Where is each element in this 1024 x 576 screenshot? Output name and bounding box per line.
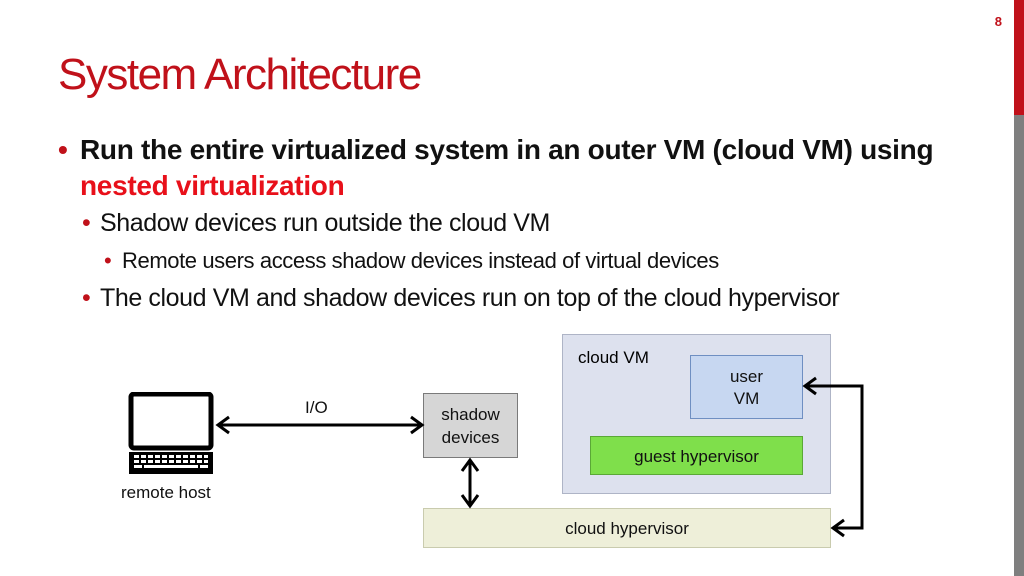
bullet-sub-2: • The cloud VM and shadow devices run on … xyxy=(58,279,1008,317)
bullet-dot: • xyxy=(104,248,112,273)
accent-bar-gray xyxy=(1014,115,1024,576)
user-vm-box: user VM xyxy=(690,355,803,419)
user-vm-label-line1: user xyxy=(729,367,764,386)
bullet-main-text: Run the entire virtualized system in an … xyxy=(80,134,934,165)
cloud-hypervisor-box: cloud hypervisor xyxy=(423,508,831,548)
guest-hypervisor-box: guest hypervisor xyxy=(590,436,803,475)
user-vm-label-line2: VM xyxy=(733,389,760,408)
remote-host-label: remote host xyxy=(121,483,211,502)
bullet-dot: • xyxy=(82,209,91,237)
accent-bar-red xyxy=(1014,0,1024,115)
laptop-icon xyxy=(128,392,214,474)
bullet-dot: • xyxy=(82,284,91,312)
shadow-to-hypervisor-arrow xyxy=(460,457,480,509)
cloud-vm-label: cloud VM xyxy=(578,348,649,367)
bullet-sub-2-text: The cloud VM and shadow devices run on t… xyxy=(100,284,840,312)
io-arrow xyxy=(215,415,425,435)
shadow-devices-label-line1: shadow xyxy=(441,405,500,424)
bullet-sub-1: • Shadow devices run outside the cloud VM xyxy=(58,204,1008,242)
shadow-devices-label-line2: devices xyxy=(441,428,500,447)
bullet-sub-1-text: Shadow devices run outside the cloud VM xyxy=(100,209,550,237)
bullet-dot: • xyxy=(58,134,68,165)
bullet-list: • Run the entire virtualized system in an… xyxy=(58,132,1008,317)
io-label: I/O xyxy=(305,398,328,417)
slide-number: 8 xyxy=(994,14,1002,29)
bullet-sub-1-1: • Remote users access shadow devices inst… xyxy=(58,242,1008,279)
slide-title: System Architecture xyxy=(58,50,422,99)
bullet-sub-1-1-text: Remote users access shadow devices inste… xyxy=(122,248,719,273)
shadow-devices-box: shadow devices xyxy=(423,393,518,458)
bullet-main: • Run the entire virtualized system in an… xyxy=(58,132,1008,204)
bullet-main-highlight: nested virtualization xyxy=(80,170,345,201)
